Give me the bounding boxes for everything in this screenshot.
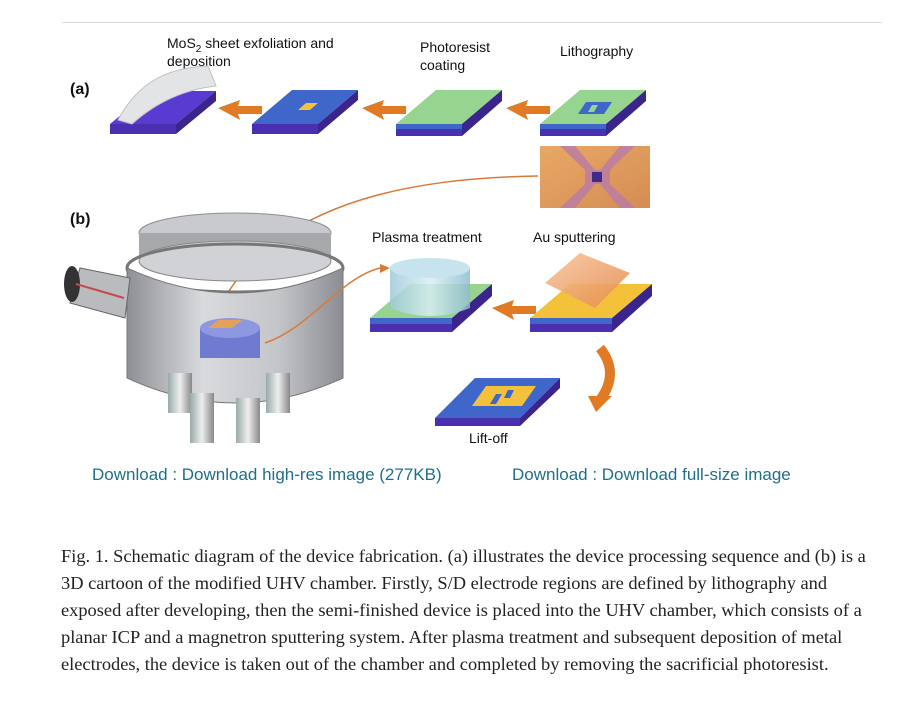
liftoff-wafer [435, 378, 560, 426]
download-highres-link[interactable]: Download : Download high-res image (277K… [92, 465, 442, 484]
step-photoresist-label: Photoresist [420, 39, 490, 55]
step-exfoliation-label-line2: deposition [167, 53, 231, 69]
panel-b-label: (b) [70, 211, 90, 228]
plasma-treatment-wafer [370, 258, 492, 332]
top-divider [62, 22, 882, 23]
uhv-chamber [64, 212, 345, 443]
arrow-3 [506, 100, 550, 120]
micrograph-inset [540, 146, 650, 208]
figure-caption: Fig. 1. Schematic diagram of the device … [61, 543, 891, 678]
arrow-5 [588, 396, 612, 412]
wafer-mos2 [252, 90, 358, 134]
wafer-photoresist [396, 90, 502, 136]
arrow-2 [362, 100, 406, 120]
download-links: Download : Download high-res image (277K… [0, 465, 898, 489]
sputtering-wafer [530, 253, 652, 332]
step-sputtering-label: Au sputtering [533, 229, 616, 245]
caption-text: Fig. 1. Schematic diagram of the device … [61, 546, 866, 674]
wafer-exfoliation [110, 65, 217, 134]
step-photoresist-label-line2: coating [420, 57, 465, 73]
arrow-1 [218, 100, 262, 120]
step-plasma-label: Plasma treatment [372, 229, 482, 245]
wafer-lithography [540, 90, 646, 136]
download-fullsize-link[interactable]: Download : Download full-size image [512, 465, 791, 484]
step-lithography-label: Lithography [560, 43, 633, 59]
arrow-4 [492, 300, 536, 320]
step-liftoff-label: Lift-off [469, 430, 508, 446]
figure-image: (a) (b) MoS2 sheet exfoliation and depos… [40, 28, 680, 458]
panel-a-label: (a) [70, 81, 90, 98]
step-exfoliation-label: MoS2 sheet exfoliation and [167, 35, 334, 55]
